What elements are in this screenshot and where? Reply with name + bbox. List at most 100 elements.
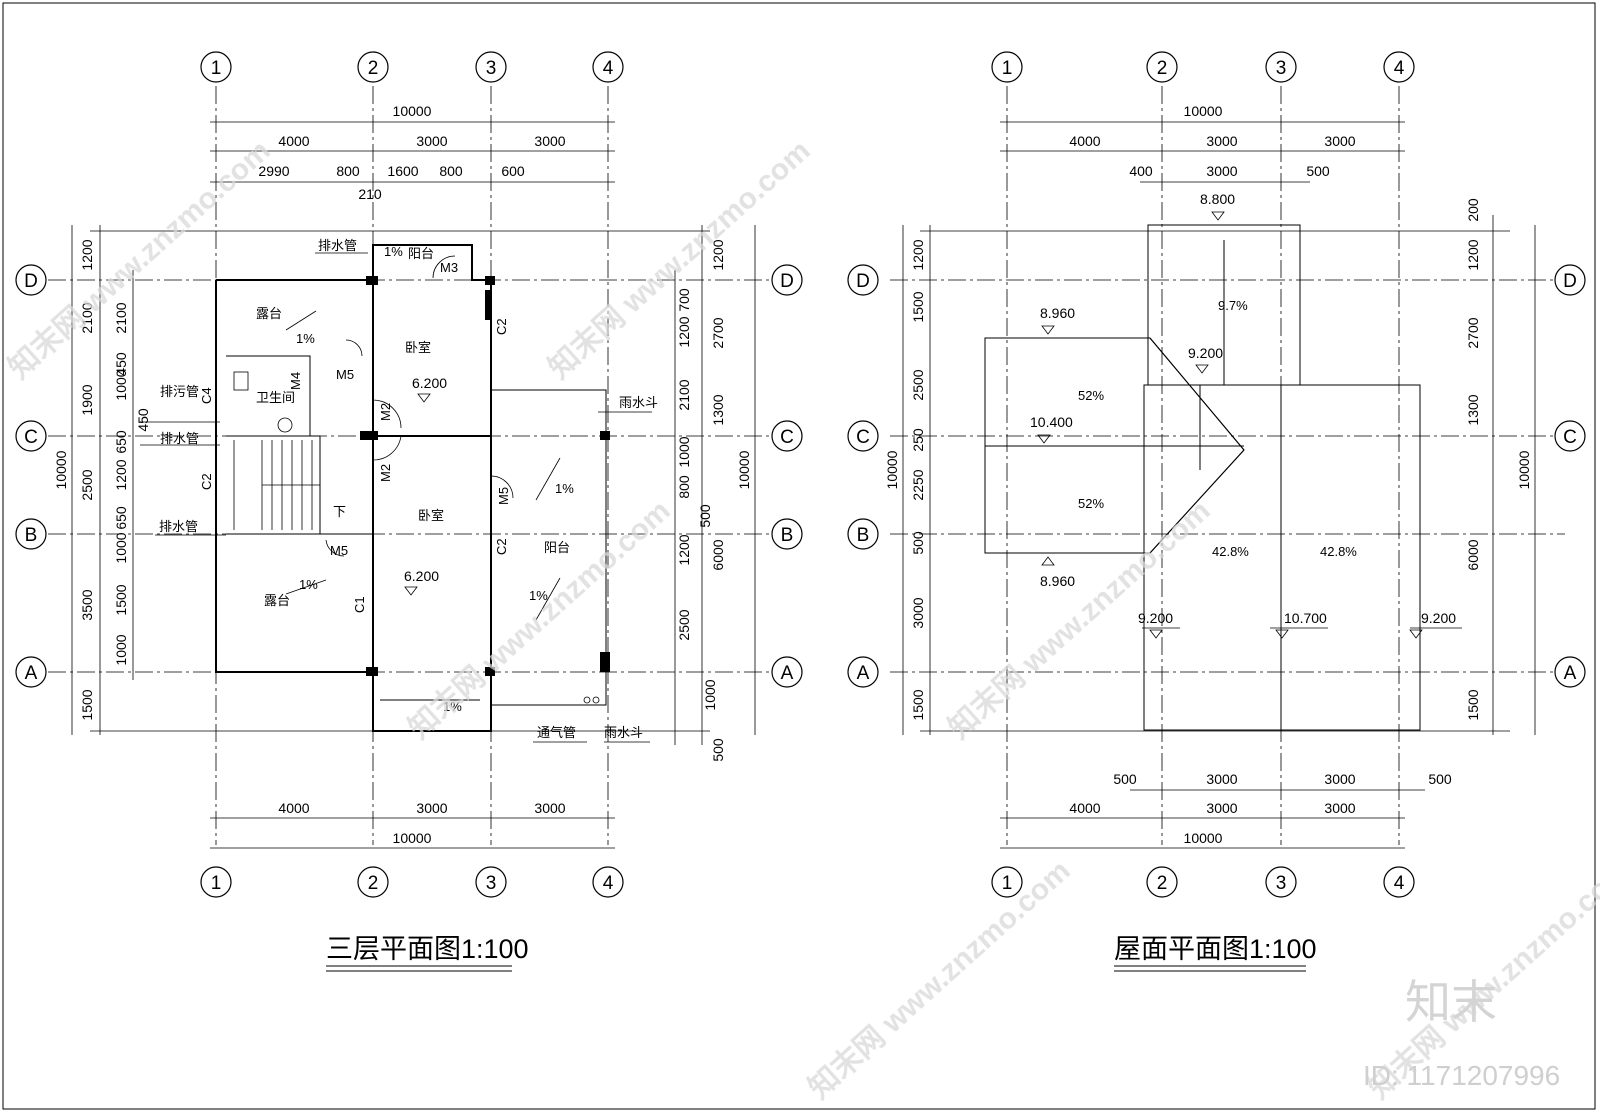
left-plan-title: 三层平面图1:100 (326, 934, 529, 964)
axis-label-b-right: B (781, 525, 794, 546)
roof-dim-right-5: 6000 (1465, 539, 1481, 570)
axis-label-3: 3 (486, 58, 497, 79)
roof-slope-main-left: 42.8% (1212, 544, 1249, 559)
roof-dim-bottom-total: 10000 (1184, 830, 1223, 846)
roof-axis-label-4-bottom: 4 (1394, 873, 1405, 894)
dim-right-inner-5: 800 (676, 475, 692, 499)
roof-axis-label-c-right: C (1563, 427, 1577, 448)
roof-dim-top-2: 3000 (1206, 133, 1237, 149)
dim-top-total: 10000 (393, 103, 432, 119)
dim-right-inner-2: 1200 (676, 316, 692, 347)
elevation-8800: 8.800 (1200, 191, 1235, 207)
slope-bottom-balcony: 1% (443, 699, 462, 714)
dim-left-inner-8: 650 (113, 506, 129, 530)
dim-top-3: 3000 (534, 133, 565, 149)
dim-right-total: 10000 (736, 450, 752, 489)
watermark-text: 知末网 www.znzmo.com (403, 494, 677, 745)
roof-slope-top: 9.7% (1218, 298, 1248, 313)
axis-label-a-right: A (781, 663, 794, 684)
axis-label-d-right: D (780, 271, 794, 292)
roof-dim-left-total: 10000 (884, 450, 900, 489)
roof-dim-bottom-detail-3: 3000 (1324, 771, 1355, 787)
room-bedroom-top: 卧室 (405, 340, 431, 355)
roof-dim-detail-3: 500 (1306, 163, 1330, 179)
roof-dim-left-6: 500 (910, 531, 926, 555)
dim-left-inner-4: 450 (135, 408, 151, 432)
roof-dim-bottom-detail-1: 500 (1113, 771, 1137, 787)
dim-left-total: 10000 (53, 450, 69, 489)
axis-label-a: A (25, 663, 38, 684)
pipe-vent: 通气管 (537, 725, 576, 740)
roof-dim-bottom-2: 3000 (1206, 800, 1237, 816)
dim-right-1: 1200 (710, 239, 726, 270)
dim-right-inner-1: 700 (676, 288, 692, 312)
dim-right-4: 6000 (710, 539, 726, 570)
roof-dim-detail-2: 3000 (1206, 163, 1237, 179)
roof-slope-main-right: 42.8% (1320, 544, 1357, 559)
dim-left-inner-1: 2100 (113, 302, 129, 333)
dim-right-inner-4: 1000 (676, 436, 692, 467)
dim-left-inner-7: 1000 (113, 532, 129, 563)
elevation-10400: 10.400 (1030, 414, 1073, 430)
slope-balcony-1: 1% (555, 481, 574, 496)
level-bedroom-bottom: 6.200 (404, 568, 439, 584)
axis-label-d: D (24, 271, 38, 292)
dim-left-3: 1900 (79, 384, 95, 415)
slope-terrace-bottom: 1% (299, 577, 318, 592)
dim-left-1: 1200 (79, 239, 95, 270)
room-bedroom-bottom: 卧室 (418, 508, 444, 523)
roof-plan (890, 86, 1565, 972)
level-bedroom-top: 6.200 (412, 375, 447, 391)
window-c2-stair: C2 (199, 473, 214, 490)
roof-dim-left-3: 2500 (910, 369, 926, 400)
dim-top-1: 4000 (278, 133, 309, 149)
dim-top-2: 3000 (416, 133, 447, 149)
roof-axis-label-3: 3 (1276, 58, 1287, 79)
room-terrace-top: 露台 (256, 306, 282, 321)
roof-dim-left-8: 1500 (910, 689, 926, 720)
roof-dim-left-7: 3000 (910, 597, 926, 628)
dim-right-inner-9: 1000 (702, 679, 718, 710)
right-plan-text: 1 2 3 4 1 2 3 4 D C B A D C A 10000 4000… (856, 58, 1577, 964)
axis-bubbles (15, 51, 1586, 898)
watermark-text: 知末网 www.znzmo.com (803, 854, 1077, 1105)
dim-bottom-1: 4000 (278, 800, 309, 816)
dim-left-5: 3500 (79, 589, 95, 620)
room-balcony-right: 阳台 (544, 540, 570, 555)
dim-right-5: 500 (710, 738, 726, 762)
drawing-id: ID: 1171207996 (1363, 1060, 1560, 1091)
slope-terrace-top: 1% (296, 331, 315, 346)
brand-logo: 知末 (1405, 976, 1497, 1028)
roof-dim-right-1: 200 (1465, 198, 1481, 222)
roof-axis-label-a-right: A (1564, 663, 1577, 684)
dim-left-inner-9: 1500 (113, 584, 129, 615)
dim-detail-1: 2990 (258, 163, 289, 179)
axis-label-4: 4 (603, 58, 614, 79)
roof-axis-label-d-right: D (1563, 271, 1577, 292)
dim-left-6: 1500 (79, 689, 95, 720)
slope-balcony-2: 1% (529, 588, 548, 603)
roof-axis-label-2-bottom: 2 (1157, 873, 1168, 894)
axis-label-1-bottom: 1 (211, 873, 222, 894)
roof-dim-left-1: 1200 (910, 239, 926, 270)
roof-plan-title: 屋面平面图1:100 (1114, 934, 1317, 964)
roof-axis-label-1: 1 (1002, 58, 1013, 79)
dim-bottom-3: 3000 (534, 800, 565, 816)
dim-detail-3: 1600 (387, 163, 418, 179)
roof-dim-bottom-3: 3000 (1324, 800, 1355, 816)
door-m2-bottom: M2 (378, 464, 393, 482)
pipe-sewage: 排污管 (160, 384, 199, 399)
roof-dim-right-4: 1300 (1465, 394, 1481, 425)
pipe-drain-top: 排水管 (318, 238, 357, 253)
pipe-rain-bottom: 雨水斗 (604, 725, 643, 740)
window-c2-right: C2 (494, 538, 509, 555)
dim-left-2: 2100 (79, 302, 95, 333)
axis-label-2-bottom: 2 (368, 873, 379, 894)
watermark-text: 知末网 www.znzmo.com (3, 134, 277, 385)
dim-right-inner-6: 500 (697, 504, 713, 528)
room-balcony-top: 阳台 (408, 246, 434, 261)
dim-left-4: 2500 (79, 469, 95, 500)
dim-bottom-total: 10000 (393, 830, 432, 846)
door-m5-balcony: M5 (496, 487, 511, 505)
